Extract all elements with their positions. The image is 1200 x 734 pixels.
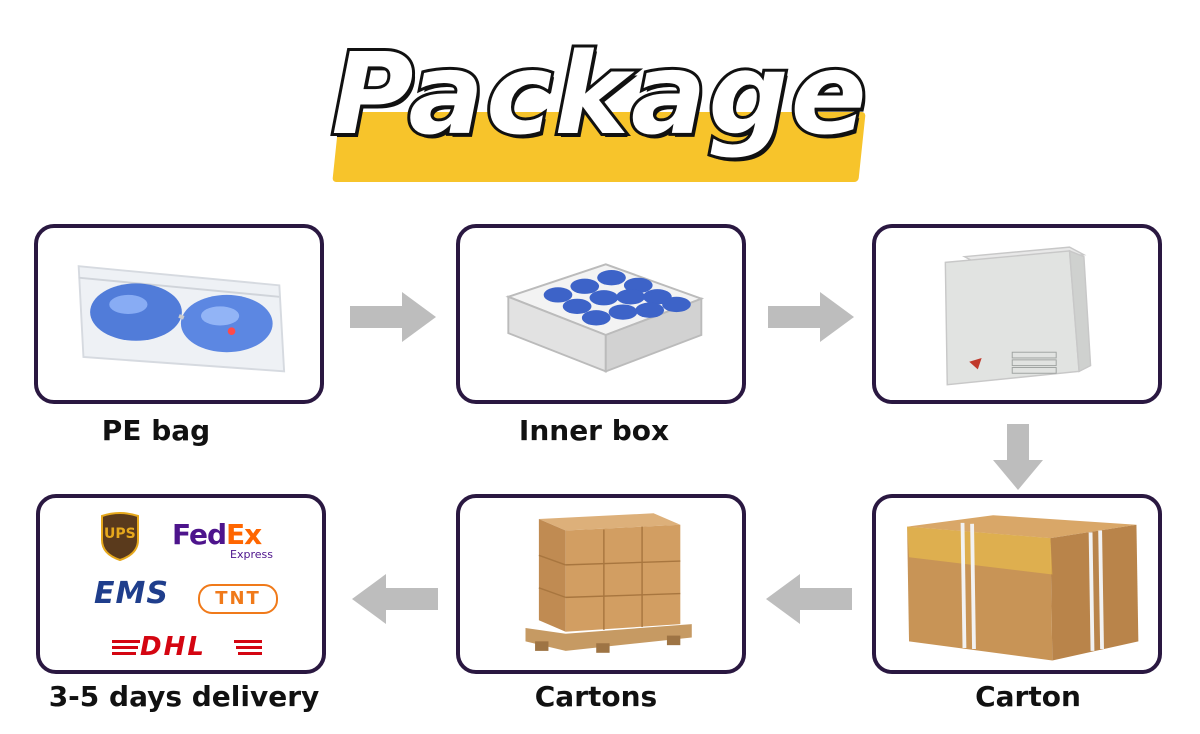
carton-illustration <box>907 515 1139 661</box>
stage-label-inner-box: Inner box <box>518 414 670 447</box>
arrow-left-icon <box>352 574 438 624</box>
stage-inner-box <box>456 224 746 404</box>
ups-logo-text: UPS <box>104 526 136 542</box>
stage-label-cartons: Cartons <box>534 680 658 713</box>
stage-pe-bag <box>34 224 324 404</box>
pe-bag-illustration <box>77 265 286 373</box>
fedex-logo: FedEx <box>172 518 262 551</box>
tnt-logo: TNT <box>198 584 278 614</box>
dhl-stripes-icon <box>112 640 262 655</box>
arrow-right-icon <box>350 292 436 342</box>
arrow-right-icon <box>768 292 854 342</box>
stage-cartons <box>456 494 746 674</box>
stage-label-carton: Carton <box>975 680 1081 713</box>
outer-box-illustration <box>944 246 1092 386</box>
arrow-down-icon <box>993 424 1043 490</box>
stage-label-delivery: 3-5 days delivery <box>48 680 320 713</box>
arrow-left-icon <box>766 574 852 624</box>
dhl-logo: DHL <box>140 632 206 662</box>
inner-box-illustration <box>505 263 705 373</box>
ems-logo: EMS <box>94 576 169 611</box>
ups-logo-icon <box>101 512 139 562</box>
title-block: Package <box>328 20 870 190</box>
stage-outer-box <box>872 224 1162 404</box>
stage-label-pe-bag: PE bag <box>101 414 211 447</box>
stage-delivery-carriers: UPS FedEx Express EMS TNT DHL <box>36 494 326 674</box>
stage-carton <box>872 494 1162 674</box>
page-title: Package <box>328 27 869 163</box>
fedex-express-text: Express <box>230 548 273 561</box>
pallet-cartons-illustration <box>525 513 692 653</box>
